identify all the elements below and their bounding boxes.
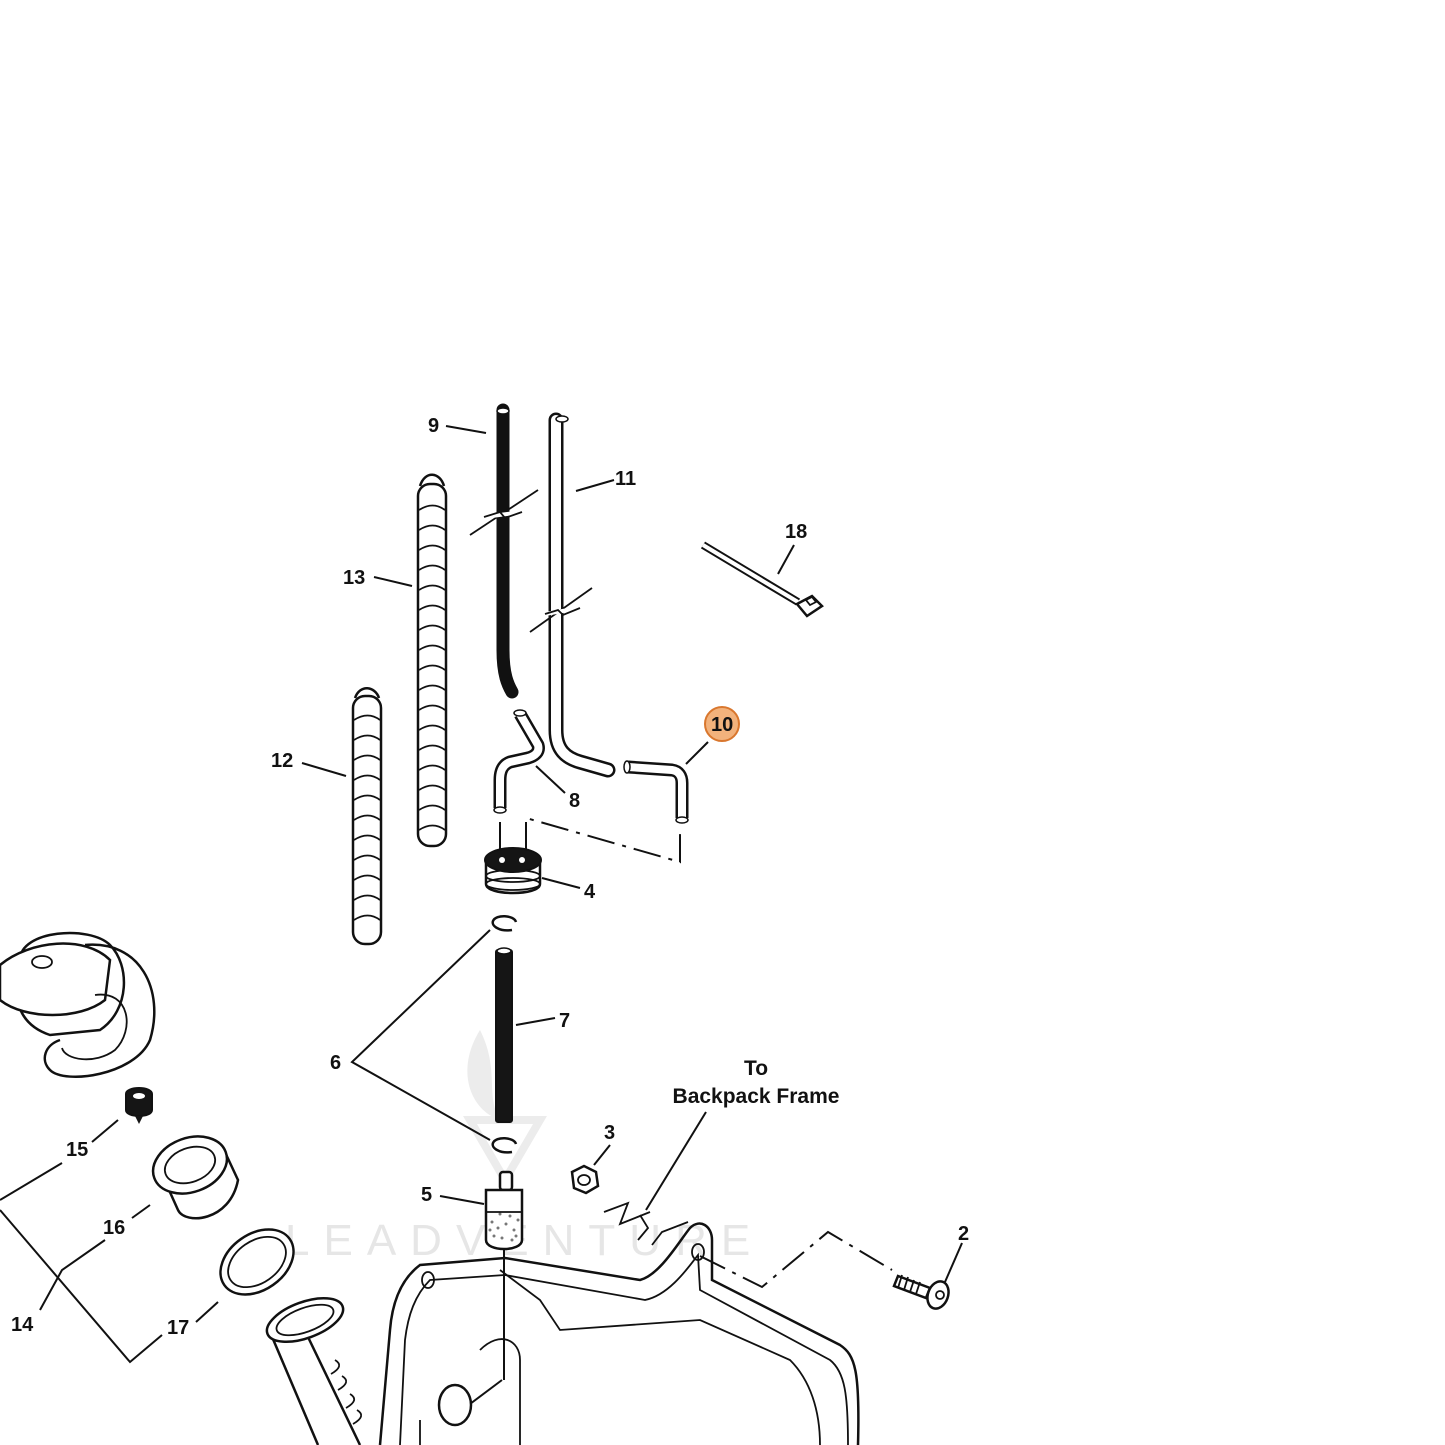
part-16-cup[interactable] <box>145 1127 240 1220</box>
callout-17[interactable]: 17 <box>167 1317 189 1339</box>
annotation-backpack-frame: To Backpack Frame <box>673 1057 840 1108</box>
part-2-screw[interactable] <box>892 1274 952 1312</box>
callout-4[interactable]: 4 <box>584 881 596 903</box>
part-18-cable-tie[interactable] <box>700 541 824 618</box>
annotation-line-1: To <box>744 1057 768 1080</box>
callout-18[interactable]: 18 <box>785 521 807 543</box>
part-15-valve[interactable] <box>125 1087 153 1124</box>
part-10-elbow-tube[interactable] <box>623 760 689 824</box>
callout-7[interactable]: 7 <box>559 1010 570 1032</box>
part-12-spiral-wrap-short[interactable] <box>351 687 383 946</box>
callout-6[interactable]: 6 <box>330 1052 341 1074</box>
leader-lines <box>0 425 963 1364</box>
callout-8[interactable]: 8 <box>569 790 580 812</box>
part-3-nut[interactable] <box>570 1164 600 1195</box>
callout-11[interactable]: 11 <box>615 468 636 490</box>
callout-15[interactable]: 15 <box>66 1139 88 1161</box>
part-4-grommet[interactable] <box>484 847 542 895</box>
part-8-elbow-hose[interactable] <box>493 709 545 814</box>
callout-labels: 9 11 18 13 10 12 8 4 7 6 15 3 5 16 2 14 … <box>11 415 969 1339</box>
part-17-ring[interactable] <box>208 1216 306 1308</box>
callout-10[interactable]: 10 <box>711 714 733 736</box>
part-6-rings[interactable] <box>491 915 518 1154</box>
callout-12[interactable]: 12 <box>271 750 293 772</box>
part-7-hose[interactable] <box>495 947 513 1123</box>
part-13-spiral-wrap-long[interactable] <box>416 473 448 848</box>
backpack-frame-break <box>603 1111 707 1246</box>
callout-13[interactable]: 13 <box>343 567 365 589</box>
assembly-lines <box>499 816 681 864</box>
annotation-line-2: Backpack Frame <box>673 1085 840 1108</box>
part-5-filter[interactable] <box>461 1170 524 1411</box>
part-11-tube[interactable] <box>529 412 616 778</box>
highlight-circle <box>704 706 740 742</box>
callout-16[interactable]: 16 <box>103 1217 125 1239</box>
callout-9[interactable]: 9 <box>428 415 439 437</box>
part-9-black-hose[interactable] <box>469 403 539 699</box>
callout-5[interactable]: 5 <box>421 1184 432 1206</box>
callout-14[interactable]: 14 <box>11 1314 34 1336</box>
tank-body <box>265 1222 893 1445</box>
part-cap-assembly[interactable] <box>0 931 156 1078</box>
watermark-text: LEADVENTURE <box>285 1216 764 1265</box>
callout-2[interactable]: 2 <box>958 1223 969 1245</box>
callout-3[interactable]: 3 <box>604 1122 615 1144</box>
